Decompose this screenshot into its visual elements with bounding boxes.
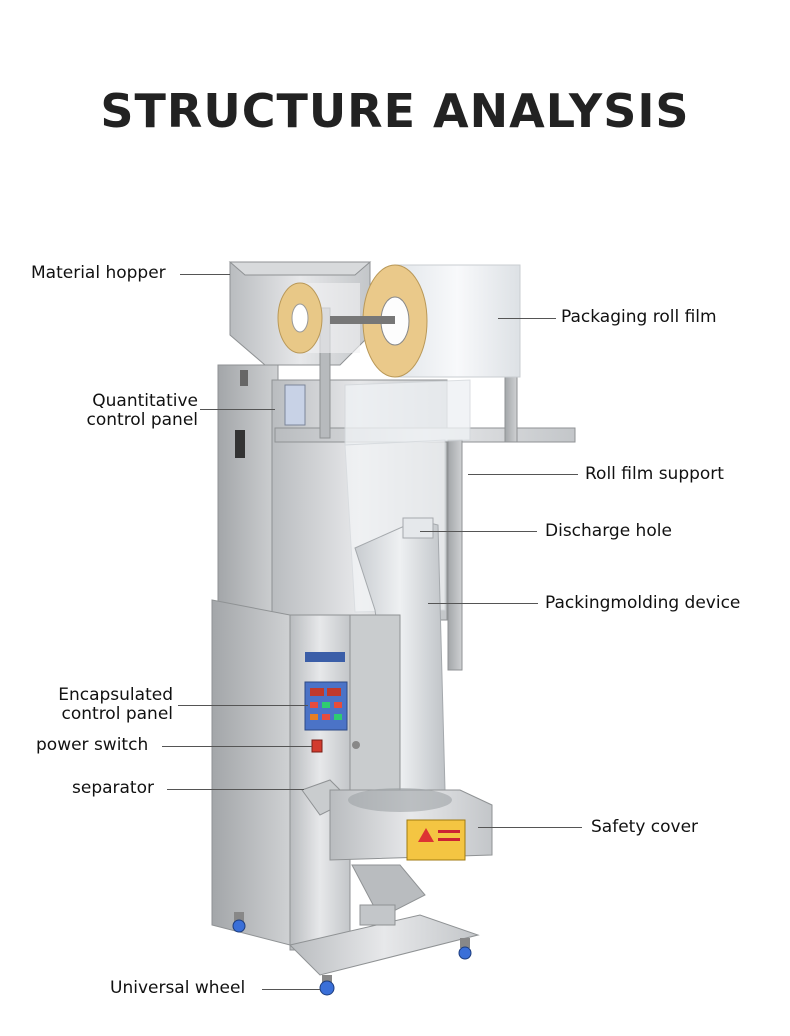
leader-roll-film-support [468, 474, 578, 475]
packaging-roll-film [277, 264, 521, 446]
quantitative-control-panel [235, 370, 306, 458]
base-frame [289, 904, 480, 976]
discharge-chute [351, 864, 426, 919]
label-power-switch: power switch [36, 735, 149, 755]
label-encapsulated-line2: control panel [61, 704, 174, 724]
leader-universal-wheel [262, 989, 320, 990]
leader-discharge-hole [420, 531, 537, 532]
label-separator: separator [72, 778, 154, 798]
label-discharge-hole: Discharge hole [545, 521, 672, 541]
lower-cabinet [211, 599, 401, 951]
label-packaging-roll-film: Packaging roll film [561, 307, 717, 327]
leader-material-hopper [180, 274, 230, 275]
indicator-dot [352, 741, 360, 749]
label-quantitative-line2: control panel [86, 410, 199, 430]
label-quantitative-line1: Quantitative [92, 391, 198, 411]
label-universal-wheel: Universal wheel [110, 978, 246, 998]
label-material-hopper: Material hopper [31, 263, 166, 283]
label-encapsulated-line1: Encapsulated [58, 685, 173, 705]
leader-separator [167, 789, 304, 790]
label-safety-cover: Safety cover [591, 817, 699, 837]
leader-quantitative [200, 409, 275, 410]
label-packing-molding-device: Packingmolding device [545, 593, 741, 613]
universal-wheels [232, 912, 472, 996]
leader-safety-cover [478, 827, 582, 828]
safety-cover [329, 788, 493, 861]
label-roll-film-support: Roll film support [585, 464, 724, 484]
leader-packing-molding [428, 603, 538, 604]
power-switch-knob [311, 739, 323, 753]
page-title: STRUCTURE ANALYSIS [100, 84, 690, 138]
leader-packaging-roll-film [498, 318, 556, 319]
leader-encapsulated [178, 705, 308, 706]
encapsulated-control-panel [304, 652, 348, 731]
leader-power-switch [162, 746, 312, 747]
